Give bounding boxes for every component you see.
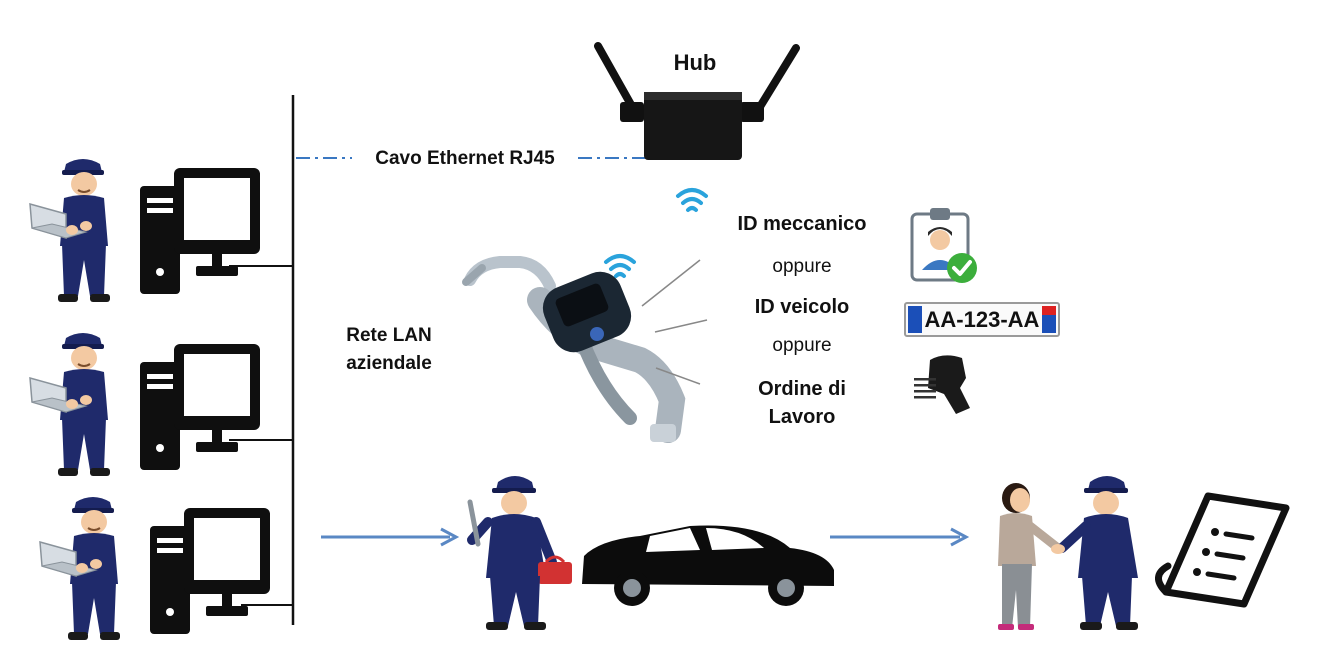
ethernet-cable-label: Cavo Ethernet RJ45 [375,148,555,169]
lan-label-line2: aziendale [346,353,432,374]
desktop-computer-icon [140,168,260,294]
or-label-1: oppure [772,256,832,277]
mechanic-handshake-icon [1051,476,1138,630]
oil-meter-nozzle-icon [462,256,686,443]
lan-label-line1: Rete LAN [346,325,432,346]
mechanic-laptop-icon [29,158,111,303]
barcode-scanner-icon [914,355,970,414]
mechanic-with-toolbox-icon [467,476,572,630]
mechanic-laptop-icon [39,496,121,641]
or-label-2: oppure [772,335,832,356]
desktop-computer-icon [140,344,260,470]
vehicle-id-label: ID veicolo [754,296,850,318]
car-icon [582,525,834,606]
signal-ray [655,367,701,385]
signal-ray [641,259,701,307]
hub-label: Hub [673,50,717,75]
work-order-label: Ordine di Lavoro [744,375,860,431]
flow-arrow-1 [321,527,460,547]
signal-ray [654,319,708,333]
plate-region-band [1042,306,1056,333]
license-plate: AA-123-AA [904,302,1060,337]
hub-router-icon [594,42,800,160]
id-badge-icon [910,208,977,283]
work-order-line2: Lavoro [768,406,836,428]
plate-number: AA-123-AA [924,307,1040,332]
wifi-icon [676,188,708,212]
customer-woman-icon [998,483,1063,630]
flow-arrow-2 [830,527,970,547]
plate-eu-band [908,306,922,333]
mechanic-id-label: ID meccanico [737,213,867,235]
mechanic-laptop-icon [29,332,111,477]
document-checklist-icon [1155,492,1290,608]
desktop-computer-icon [150,508,270,634]
work-order-line1: Ordine di [758,378,846,400]
lan-network-label: Rete LAN aziendale [322,322,456,378]
wifi-icon [604,254,636,278]
